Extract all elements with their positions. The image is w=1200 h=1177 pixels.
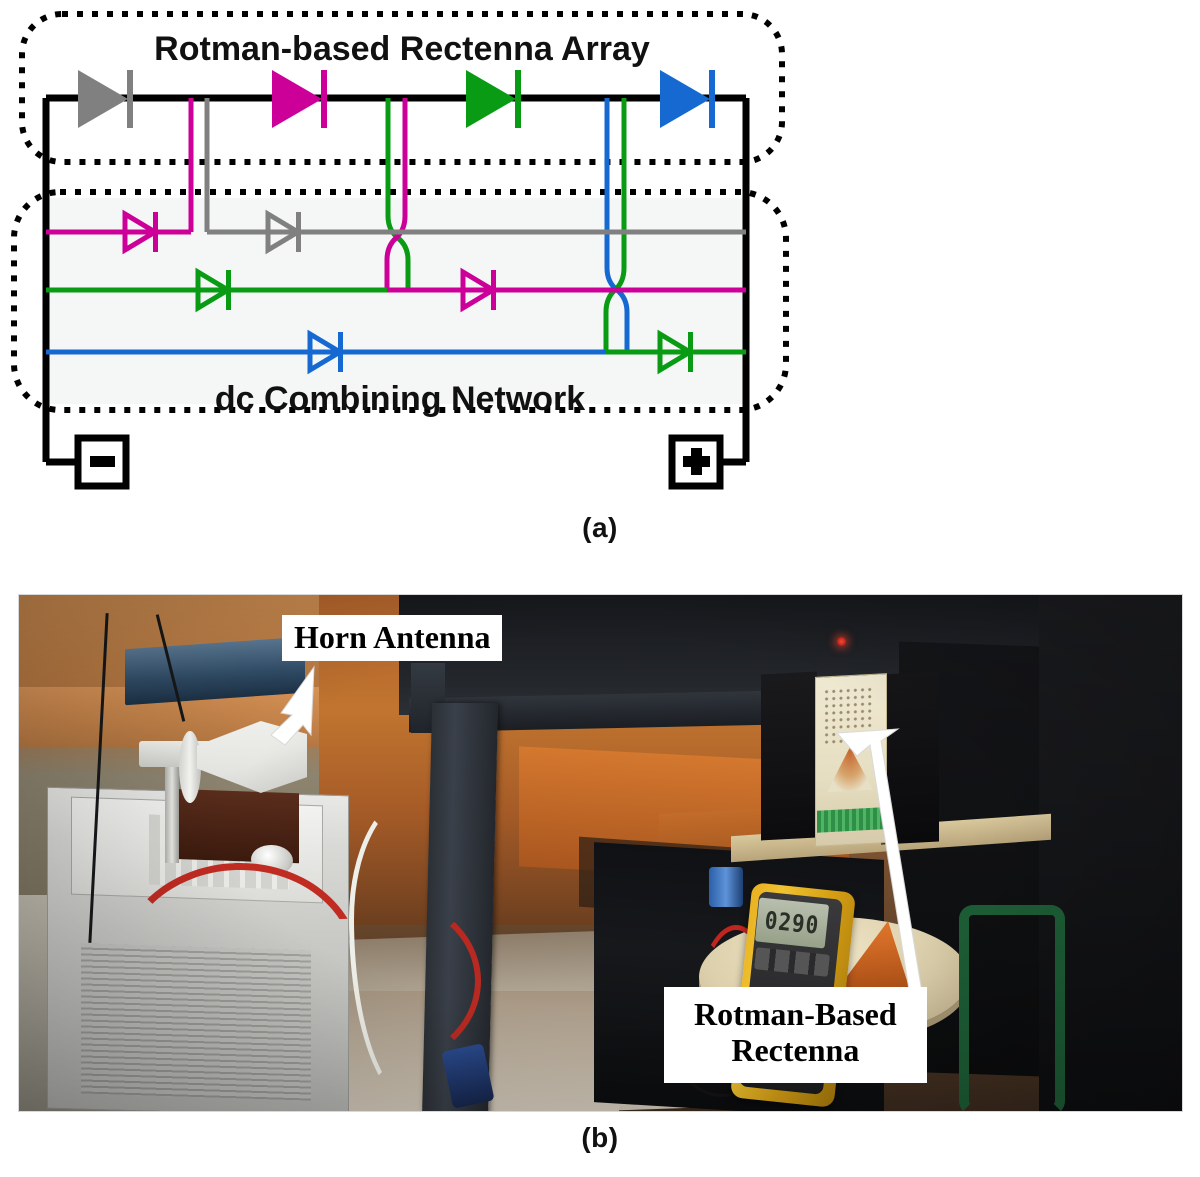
rectenna-via-array <box>823 685 875 747</box>
white-cable <box>349 795 479 1105</box>
rectenna-array-boundary <box>19 11 785 165</box>
horn-antenna-flange <box>179 731 201 803</box>
negative-terminal <box>74 434 130 490</box>
combiner-diode-blue <box>307 329 345 375</box>
panel-b-caption: (b) <box>581 1122 619 1153</box>
panel-b-photograph: 0290 Horn Antenna Rotman-Based Rectenna <box>18 594 1183 1112</box>
combiner-diode-magenta-right <box>460 267 498 313</box>
combiner-diode-magenta-left <box>122 209 160 255</box>
rectenna-diode-4 <box>660 70 715 128</box>
dc-combining-boundary <box>11 189 789 413</box>
multimeter-reading: 0290 <box>763 906 821 940</box>
horn-antenna-post <box>165 755 179 863</box>
rectenna-array-title: Rotman-based Rectenna Array <box>154 30 650 68</box>
rectenna-connector-strip <box>817 807 883 833</box>
positive-terminal <box>668 434 724 490</box>
green-chair-frame <box>959 905 1065 1111</box>
combiner-diode-green-right <box>657 329 695 375</box>
dc-combining-title: dc Combining Network <box>215 380 585 418</box>
rectenna-diode-3 <box>466 70 521 128</box>
absorber-panel-right <box>881 671 939 845</box>
panel-a-schematic: Rotman-based Rectenna Array dc Combining… <box>0 0 1200 570</box>
measurement-setup-photo: 0290 Horn Antenna Rotman-Based Rectenna <box>19 595 1182 1111</box>
absorber-panel-left <box>761 671 817 841</box>
multimeter-black-probe-lead <box>659 981 785 1097</box>
rotman-rectenna-label: Rotman-Based Rectenna <box>664 987 927 1083</box>
rectenna-diode-2 <box>272 70 327 128</box>
multimeter-display: 0290 <box>754 897 830 949</box>
combiner-diode-gray <box>265 209 303 255</box>
multimeter-red-probe-lead <box>691 925 781 1065</box>
combiner-diode-green-left <box>195 267 233 313</box>
rectenna-diode-1 <box>78 70 133 128</box>
horn-antenna-label: Horn Antenna <box>282 615 503 661</box>
panel-a-caption: (a) <box>582 512 618 543</box>
alignment-laser-dot <box>837 637 846 646</box>
drop-magenta-2 <box>384 98 408 290</box>
blue-cylinder-part <box>709 867 743 907</box>
